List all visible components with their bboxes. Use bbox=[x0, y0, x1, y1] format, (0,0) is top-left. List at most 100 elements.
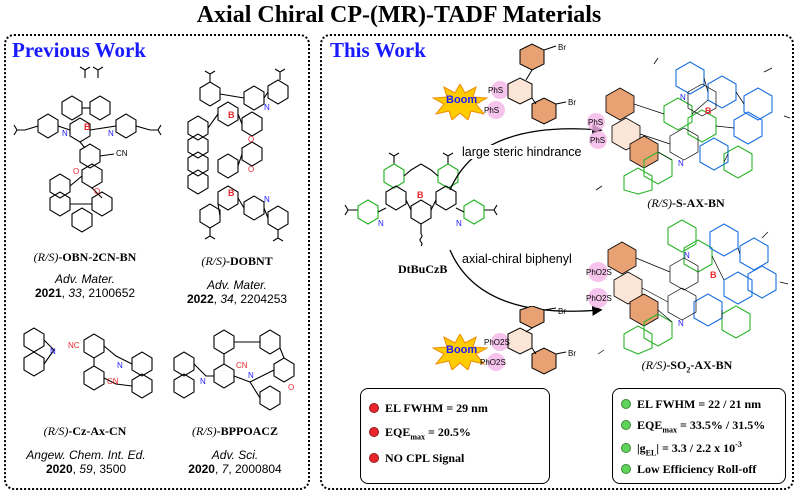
obn-nitrogen-label-1: N bbox=[62, 129, 68, 138]
reagent-bottom-br-1: Br bbox=[558, 307, 566, 316]
molecule-bppoacz: N N O CN bbox=[173, 329, 295, 411]
product-bottom-name: (R/S)-SO2-AX-BN bbox=[612, 358, 762, 374]
result-text: NO CPL Signal bbox=[385, 451, 465, 465]
reaction-arrows bbox=[449, 124, 603, 316]
dobnt-nitrogen-label-1: N bbox=[264, 103, 270, 112]
journal-volume: 34 bbox=[220, 292, 234, 306]
bppo-nitrogen-label-2: N bbox=[248, 371, 254, 380]
product-name: -S-AX-BN bbox=[671, 196, 725, 210]
bppo-oxygen-label: O bbox=[288, 383, 294, 392]
product-top-structure: B N N PhS PhS bbox=[587, 57, 791, 195]
journal-page: 2000804 bbox=[235, 462, 282, 476]
product-bottom-subst-2: PhO2S bbox=[586, 294, 612, 303]
journal-year: 2020 bbox=[45, 462, 73, 476]
boom-label-bottom: Boom bbox=[446, 344, 478, 356]
product-top-nitrogen-label-2: N bbox=[678, 159, 684, 168]
this-work-panel bbox=[320, 34, 794, 490]
product-top-boron-label: B bbox=[705, 106, 712, 116]
current-result-gel: |gEL| = 3.3 / 2.2 x 10-3 bbox=[621, 440, 742, 457]
product-name-sub: 2 bbox=[686, 365, 691, 375]
previous-results-box: EL FWHM = 29 nm EQEmax = 20.5% NO CPL Si… bbox=[360, 388, 550, 484]
figure-title: Axial Chiral CP-(MR)-TADF Materials bbox=[196, 2, 602, 28]
molecule-name: -OBN-2CN-BN bbox=[58, 250, 137, 264]
czax-nitrogen-label-1: N bbox=[50, 347, 56, 356]
result-main: EQE bbox=[385, 425, 411, 439]
molecule-prefix: (R/S) bbox=[43, 424, 69, 438]
molecule-prefix: (R/S) bbox=[33, 250, 59, 264]
result-sup: -3 bbox=[735, 440, 742, 449]
product-bottom-nitrogen-label-1: N bbox=[684, 251, 690, 260]
reference-bppoacz: Adv. Sci. 2020, 7, 2000804 bbox=[188, 448, 282, 476]
previous-result-eqe: EQEmax = 20.5% bbox=[369, 425, 471, 441]
dobnt-boron-label-2: B bbox=[228, 188, 235, 198]
journal-volume: 59 bbox=[79, 462, 93, 476]
previous-result-fwhm: EL FWHM = 29 nm bbox=[369, 401, 488, 416]
result-text: EL FWHM = 29 nm bbox=[385, 401, 488, 415]
current-result-fwhm: EL FWHM = 22 / 21 nm bbox=[621, 397, 761, 412]
result-sub: EL bbox=[645, 448, 657, 458]
arrow-label-bottom: axial-chiral biphenyl bbox=[460, 252, 574, 266]
status-dot-icon bbox=[621, 443, 631, 453]
boom-burst-top bbox=[432, 84, 488, 120]
reference-czaxcn: Angew. Chem. Int. Ed. 2020, 59, 3500 bbox=[26, 448, 146, 476]
result-tail: = 20.5% bbox=[425, 425, 471, 439]
core-nitrogen-label-2: N bbox=[456, 219, 462, 228]
core-nitrogen-label-1: N bbox=[378, 219, 384, 228]
journal-name: Angew. Chem. Int. Ed. bbox=[26, 448, 146, 462]
result-sub: max bbox=[662, 425, 678, 435]
reagent-bottom-subst-1: PhO2S bbox=[484, 338, 510, 347]
product-bottom-structure: B N N PhO2S PhO2S bbox=[586, 219, 789, 355]
obn-cn-label: CN bbox=[116, 149, 128, 158]
molecule-name: -BPPOACZ bbox=[216, 424, 278, 438]
obn-oxygen-label-1: O bbox=[73, 167, 79, 176]
previous-work-heading: Previous Work bbox=[12, 38, 146, 62]
obn-nitrogen-label-2: N bbox=[108, 129, 114, 138]
product-bottom-boron-label: B bbox=[710, 270, 717, 280]
reagent-top-br-1: Br bbox=[558, 43, 566, 52]
arrow-bottom bbox=[449, 249, 603, 316]
boom-label-top: Boom bbox=[446, 94, 478, 106]
dobnt-nitrogen-label-2: N bbox=[264, 195, 270, 204]
journal-volume: 33 bbox=[68, 286, 82, 300]
czax-cn-label-1: NC bbox=[68, 341, 80, 350]
reagent-bottom-br-2: Br bbox=[568, 349, 576, 358]
product-bottom-nitrogen-label-2: N bbox=[678, 319, 684, 328]
molecule-name-bppoacz: (R/S)-BPPOACZ bbox=[162, 424, 308, 439]
status-dot-icon bbox=[369, 427, 379, 437]
molecule-name: -Cz-Ax-CN bbox=[68, 424, 127, 438]
result-main: |g bbox=[637, 441, 646, 455]
molecule-dobnt: B B N N O O bbox=[187, 68, 289, 242]
journal-name: Adv. Mater. bbox=[54, 272, 116, 286]
bppo-nitrogen-label-1: N bbox=[200, 377, 206, 386]
molecule-dtbuczb: B N N bbox=[344, 152, 498, 247]
reagent-top-subst-2: PhS bbox=[484, 106, 499, 115]
core-boron-label: B bbox=[417, 190, 424, 200]
bppo-cn-label: CN bbox=[236, 361, 248, 370]
journal-page: 3500 bbox=[99, 462, 127, 476]
product-prefix: (R/S) bbox=[641, 358, 667, 372]
status-dot-icon bbox=[621, 420, 631, 430]
result-text: EL FWHM = 22 / 21 nm bbox=[637, 397, 762, 411]
current-results-box: EL FWHM = 22 / 21 nm EQEmax = 33.5% / 31… bbox=[612, 388, 786, 484]
journal-page: 2204253 bbox=[240, 292, 288, 306]
journal-name: Adv. Mater. bbox=[206, 278, 268, 292]
reagent-bottom-subst-2: PhO2S bbox=[480, 358, 506, 367]
journal-volume: 7 bbox=[221, 462, 229, 476]
result-main: EQE bbox=[637, 418, 663, 432]
result-sub: max bbox=[410, 432, 426, 442]
czax-nitrogen-label-2: N bbox=[117, 361, 123, 370]
product-top-subst-2: PhS bbox=[590, 136, 605, 145]
status-dot-icon bbox=[621, 464, 631, 474]
reference-dobnt: Adv. Mater. 2022, 34, 2204253 bbox=[186, 278, 288, 306]
boom-burst-bottom bbox=[432, 334, 488, 370]
obn-oxygen-label-2: O bbox=[94, 187, 100, 196]
molecule-name-dobnt: (R/S)-DOBNT bbox=[168, 254, 306, 269]
journal-name: Adv. Sci. bbox=[211, 448, 259, 462]
result-text: Low Efficiency Roll-off bbox=[637, 462, 757, 476]
journal-year: 2022 bbox=[186, 292, 214, 306]
result-tail: = 33.5% / 31.5% bbox=[677, 418, 766, 432]
reagent-top-subst-1: PhS bbox=[488, 86, 503, 95]
product-top-name: (R/S)-S-AX-BN bbox=[626, 196, 746, 211]
journal-page: 2100652 bbox=[88, 286, 136, 300]
